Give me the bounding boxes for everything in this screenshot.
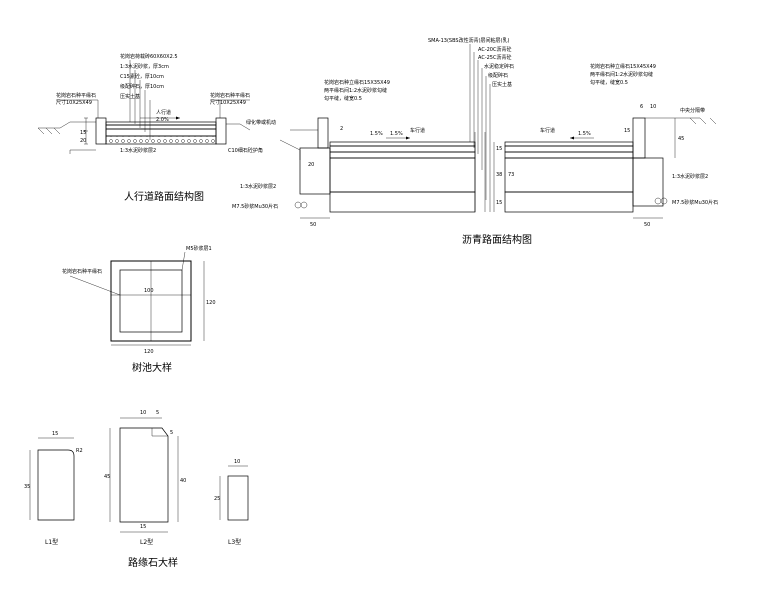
asphalt-dim-9: 15 [624, 128, 630, 134]
asphalt-m75-left: M7.5砂浆Mu30片石 [232, 203, 278, 210]
asphalt-section [279, 44, 717, 219]
sidewalk-layer-4: 级配碎石，厚10cm [120, 83, 164, 90]
asphalt-lane-left: 车行道 [410, 127, 425, 134]
asphalt-curb-right-note: 两平缘石间1:2水泥砂浆勾缝 [590, 71, 653, 78]
tree-pit-title: 树池大样 [132, 361, 172, 374]
asphalt-title: 沥青路面结构图 [462, 233, 532, 246]
asphalt-curb-right-note2: 勾平缝，缝宽0.5 [590, 79, 628, 86]
tree-pit-dim-inner: 100 [144, 288, 154, 294]
asphalt-layer-5: 级配碎石 [488, 72, 508, 79]
asphalt-dim-5: 15 [496, 200, 502, 206]
sidewalk-layer-3: C15素砼，厚10cm [120, 73, 164, 80]
sidewalk-dim-15: 15 [80, 130, 86, 136]
sidewalk-curb-right: 花岗岩石种平缘石 [210, 92, 250, 99]
curb-l1-height: 35 [24, 484, 30, 490]
asphalt-m75-right: M7.5砂浆Mu30片石 [672, 199, 718, 206]
tree-pit [69, 251, 205, 346]
asphalt-layer-6: 压实土基 [492, 81, 512, 88]
sidewalk-slope: 2.0% [156, 117, 169, 123]
curb-l2-chamfer: 5 [156, 410, 159, 416]
tree-pit-label-right: M5砂浆层1 [186, 245, 212, 252]
asphalt-layer-1: SMA-13(SBS改性沥青)层间粘层(乳) [428, 37, 510, 44]
asphalt-dim-13: 2 [340, 126, 343, 132]
asphalt-curb-left-note: 两平缘石间1:2水泥砂浆勾缝 [324, 87, 387, 94]
sidewalk-curb-left-size: 尺寸10X25X49 [56, 99, 92, 106]
asphalt-lane-right: 车行道 [540, 127, 555, 134]
sidewalk-layer-2: 1:3水泥砂浆，厚3cm [120, 63, 169, 70]
curb-l1-radius: R2 [76, 448, 83, 454]
asphalt-dim-1: 50 [310, 222, 316, 228]
tree-pit-labels: 花岗岩石种平缘石 M5砂浆层1 100 120 120 树池大样 [62, 245, 216, 374]
curb-l3-width: 10 [234, 459, 240, 465]
asphalt-labels: SMA-13(SBS改性沥青)层间粘层(乳) AC-20C沥青砼 AC-25C沥… [228, 37, 718, 246]
sidewalk-dim-20: 20 [80, 138, 86, 144]
asphalt-dim-10: 6 [640, 104, 643, 110]
asphalt-slope-right: 1.5% [578, 131, 591, 137]
curb-l1-name: L1型 [45, 538, 58, 546]
sidewalk-title: 人行道路面结构图 [124, 190, 204, 203]
curb-l2-top: 10 [140, 410, 146, 416]
asphalt-dim-6: 73 [508, 172, 514, 178]
curb-l2-name: L2型 [140, 538, 153, 546]
asphalt-curb-left: 花岗岩石种立缘石15X35X49 [324, 79, 390, 86]
curb-labels: 15 35 R2 L1型 10 5 45 40 15 5 L2型 10 25 L… [24, 410, 241, 569]
sidewalk-base-label: 1:3水泥砂浆层2 [120, 147, 156, 154]
curb-l2-inner: 40 [180, 478, 186, 484]
sidewalk-curb-left: 花岗岩石种平缘石 [56, 92, 96, 99]
asphalt-mortar-right: 1:3水泥砂浆层2 [672, 173, 708, 180]
sidewalk-labels: 花岗岩荷载砖60X60X2.5 1:3水泥砂浆，厚3cm C15素砼，厚10cm… [56, 53, 250, 203]
asphalt-layer-4: 水泥稳定碎石 [484, 63, 514, 70]
sidewalk-section [37, 60, 251, 154]
asphalt-layer-3: AC-25C沥青砼 [478, 54, 511, 61]
asphalt-slope-left: 1.5% [390, 131, 403, 137]
asphalt-curb-left-note2: 勾平缝，缝宽0.5 [324, 95, 362, 102]
curb-l2-c: 5 [170, 430, 173, 436]
tree-pit-dim-width: 120 [144, 349, 154, 355]
asphalt-c10: C10细石砼护角 [228, 147, 263, 154]
asphalt-layer-2: AC-20C沥青砼 [478, 46, 511, 53]
asphalt-dim-8: 45 [678, 136, 684, 142]
asphalt-dim-11: 10 [650, 104, 656, 110]
asphalt-dim-3: 15 [496, 146, 502, 152]
asphalt-dim-4: 38 [496, 172, 502, 178]
sidewalk-curb-right-size: 尺寸10X25X49 [210, 99, 246, 106]
curb-title: 路缘石大样 [128, 556, 178, 569]
curb-l2-height: 45 [104, 474, 110, 480]
sidewalk-walk-label: 人行道 [156, 109, 171, 116]
curb-l3-height: 25 [214, 496, 220, 502]
asphalt-mortar-left: 1:3水泥砂浆层2 [240, 183, 276, 190]
tree-pit-label-left: 花岗岩石种平缘石 [62, 268, 102, 275]
tree-pit-dim-height: 120 [206, 300, 216, 306]
sidewalk-layer-1: 花岗岩荷载砖60X60X2.5 [120, 53, 178, 60]
curb-details [29, 417, 249, 533]
asphalt-green-belt: 绿化带或机动 [246, 119, 276, 126]
sidewalk-layer-5: 压实土基 [120, 93, 140, 100]
asphalt-dim-7: 20 [308, 162, 314, 168]
curb-l1-width: 15 [52, 431, 58, 437]
curb-l3-name: L3型 [228, 538, 241, 546]
asphalt-dim-2: 50 [644, 222, 650, 228]
curb-l2-width: 15 [140, 524, 146, 530]
asphalt-median: 中央分隔带 [680, 107, 705, 114]
asphalt-curb-right: 花岗岩石种立缘石15X45X49 [590, 63, 656, 70]
asphalt-dim-12: 1.5% [370, 131, 383, 137]
